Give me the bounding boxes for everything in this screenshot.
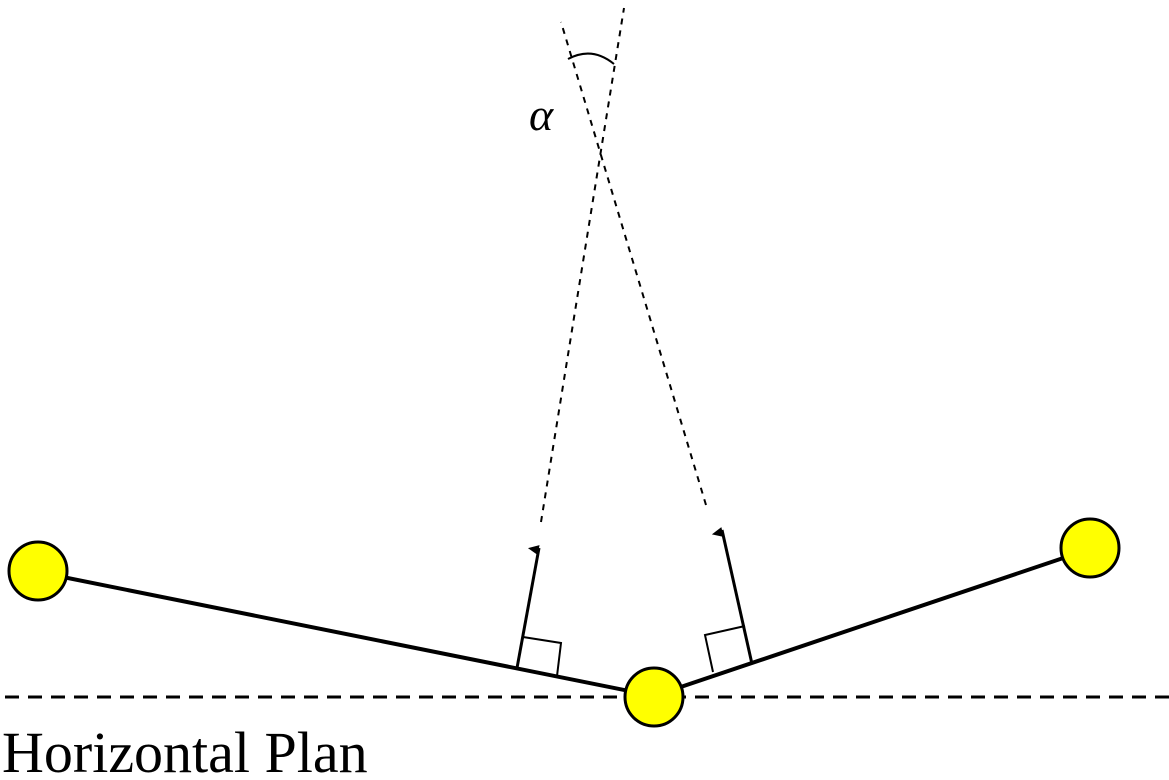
left-node [7,540,69,602]
left-segment [37,570,655,698]
left-right-angle-marker [522,636,563,677]
right-segment [653,547,1091,698]
left-normal-arrow [515,545,541,669]
right-node [1059,517,1121,579]
center-node [623,666,685,728]
angle-label: α [529,89,554,140]
right-right-angle-marker [703,625,746,673]
plane-label: Horizontal Plan [2,720,368,780]
left-normal-extension [540,7,625,523]
right-normal-arrow [711,527,754,665]
angle-arc [567,52,615,65]
right-normal-extension [560,21,707,506]
